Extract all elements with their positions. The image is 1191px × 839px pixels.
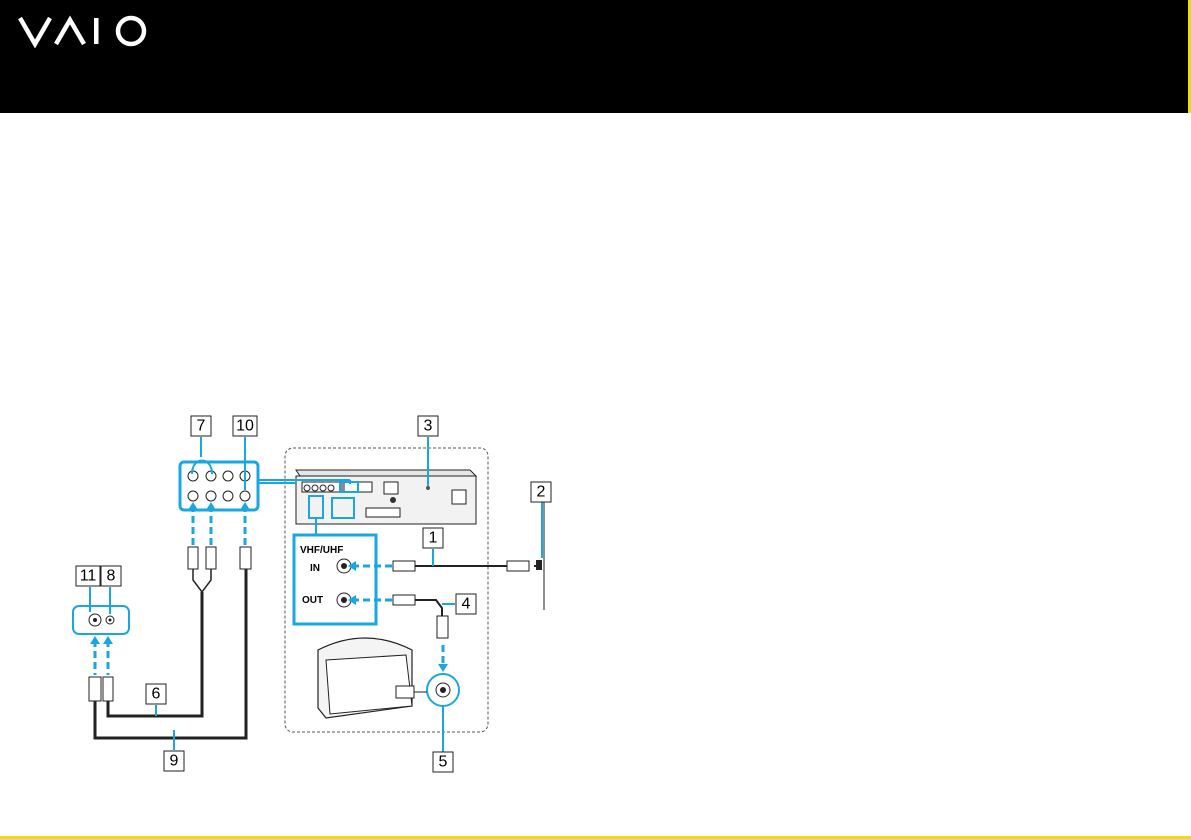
svg-text:2: 2: [537, 484, 546, 501]
callout-8: 8: [101, 566, 121, 586]
svg-text:11: 11: [80, 568, 97, 585]
vhf-uhf-label: VHF/UHF: [300, 545, 343, 556]
callout-10: 10: [233, 416, 257, 436]
callout-9: 9: [164, 751, 184, 771]
callout-3: 3: [418, 416, 438, 436]
svg-text:6: 6: [152, 686, 161, 703]
callout-4: 4: [456, 594, 476, 614]
callout-11: 11: [76, 566, 100, 586]
vhf-uhf-panel: VHF/UHF IN OUT: [294, 518, 376, 624]
svg-text:1: 1: [429, 530, 438, 547]
svg-text:3: 3: [424, 418, 433, 435]
tv-input-panel: [73, 587, 129, 634]
svg-text:8: 8: [107, 568, 116, 585]
callout-5: 5: [433, 752, 453, 772]
svg-text:7: 7: [197, 418, 206, 435]
callout-6: 6: [146, 684, 166, 704]
svg-text:5: 5: [439, 754, 448, 771]
svg-text:10: 10: [236, 418, 254, 435]
out-label: OUT: [302, 595, 323, 606]
callout-7: 7: [191, 416, 211, 436]
tv-illustration: [318, 638, 459, 752]
callout-1: 1: [423, 528, 443, 548]
svg-text:4: 4: [462, 596, 471, 613]
svg-text:9: 9: [170, 753, 179, 770]
in-label: IN: [310, 563, 320, 574]
callout-2: 2: [531, 482, 551, 502]
vcr-illustration: [296, 470, 476, 524]
